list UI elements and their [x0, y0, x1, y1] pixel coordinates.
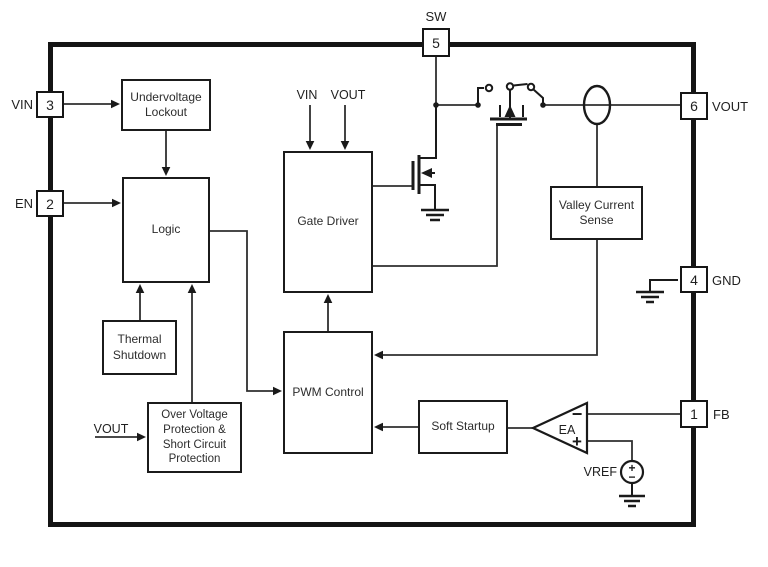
gate-driver-vout-label: VOUT	[330, 88, 366, 102]
pin-number: 6	[690, 98, 698, 114]
block-label: Thermal	[117, 332, 162, 347]
block-label: Short Circuit	[162, 438, 227, 451]
pin-label-gnd: GND	[712, 273, 741, 288]
ea-minus-mark: −	[571, 404, 583, 424]
pin-number: 2	[46, 195, 54, 212]
block-label: PWM Control	[292, 384, 364, 399]
block-label: Logic	[151, 222, 181, 237]
block-label: Protection &	[163, 423, 226, 436]
block-label: Gate Driver	[297, 214, 359, 229]
block-label: Protection	[168, 453, 221, 466]
pin-sw: 5	[422, 28, 450, 57]
block-ovp-scp: Over Voltage Protection & Short Circuit …	[147, 402, 242, 473]
pin-en: 2	[36, 190, 64, 217]
pin-number: 4	[690, 271, 698, 288]
pin-label-vin: VIN	[11, 97, 33, 112]
pin-label-vout: VOUT	[712, 99, 749, 114]
ea-plus-mark: +	[572, 432, 582, 451]
pin-vin: 3	[36, 91, 64, 118]
vref-label: VREF	[583, 465, 617, 479]
block-soft-startup: Soft Startup	[418, 400, 508, 454]
gate-driver-vin-label: VIN	[296, 88, 318, 102]
pin-label-en: EN	[14, 196, 33, 211]
pin-number: 5	[432, 34, 440, 51]
pin-vout: 6	[680, 92, 708, 120]
block-label: Over Voltage	[161, 409, 228, 422]
block-label: Shutdown	[112, 347, 167, 362]
block-valley-current-sense: Valley Current Sense	[550, 186, 643, 240]
pin-label-fb: FB	[713, 407, 730, 422]
pin-number: 3	[46, 96, 54, 113]
block-label: Soft Startup	[431, 419, 495, 434]
pin-gnd: 4	[680, 266, 708, 293]
block-undervoltage-lockout: Undervoltage Lockout	[121, 79, 211, 131]
block-label: Undervoltage	[130, 89, 202, 104]
pin-label-sw: SW	[425, 9, 447, 24]
vref-minus-mark: −	[628, 470, 636, 484]
block-label: Valley Current	[558, 197, 635, 212]
ovp-vout-label: VOUT	[93, 422, 129, 436]
block-label: Lockout	[144, 105, 188, 119]
block-label: Sense	[579, 213, 614, 227]
block-gate-driver: Gate Driver	[283, 151, 373, 293]
pin-fb: 1	[680, 400, 708, 428]
block-logic: Logic	[122, 177, 210, 283]
pin-number: 1	[690, 406, 698, 422]
block-pwm-control: PWM Control	[283, 331, 373, 454]
block-thermal-shutdown: Thermal Shutdown	[102, 320, 177, 375]
